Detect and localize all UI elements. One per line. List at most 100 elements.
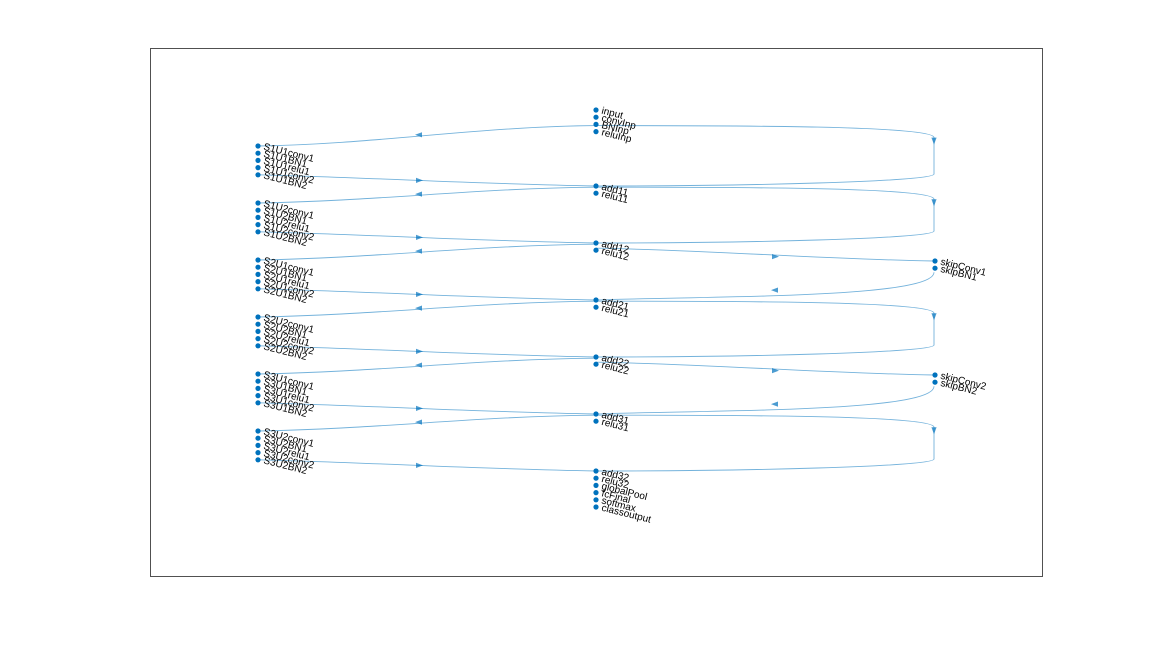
edge-arrow — [772, 254, 779, 260]
node-s1u2conv1 — [255, 200, 261, 206]
edge-arrow — [416, 291, 423, 297]
node-skipconv1 — [932, 258, 938, 264]
edge — [257, 402, 597, 415]
edge-arrow — [931, 427, 937, 435]
node-s3u2conv2 — [255, 450, 261, 456]
edge — [257, 231, 597, 244]
node-convinp — [593, 114, 599, 120]
node-s2u1bn2 — [255, 286, 261, 292]
edge-arrow — [931, 199, 937, 207]
edge — [257, 345, 597, 358]
node-s1u1bn1 — [255, 150, 261, 156]
node-s3u2bn2 — [255, 457, 261, 463]
edge-arrow — [415, 191, 422, 197]
node-add21 — [593, 297, 599, 303]
edge-arrow — [415, 362, 422, 368]
node-input — [593, 107, 599, 113]
node-labels: inputconvInpBNInpreluInpadd11relu11add12… — [262, 106, 987, 526]
node-s2u1conv1 — [255, 257, 261, 263]
node-add12 — [593, 240, 599, 246]
node-s3u1conv1 — [255, 371, 261, 377]
edge — [257, 186, 597, 204]
edge-arrow — [771, 287, 778, 293]
node-add31 — [593, 411, 599, 417]
node-s3u1bn2 — [255, 400, 261, 406]
edge — [257, 357, 597, 375]
edge-arrow — [415, 248, 422, 254]
node-s1u2bn1 — [255, 207, 261, 213]
edge-arrow — [931, 137, 937, 145]
node-s2u1conv2 — [255, 279, 261, 285]
node-relu21 — [593, 304, 599, 310]
edge — [257, 288, 597, 301]
edge — [595, 272, 935, 301]
edge — [595, 186, 935, 244]
node-skipconv2 — [932, 372, 938, 378]
edge-arrow — [771, 401, 778, 407]
node-reluinp — [593, 129, 599, 135]
edge — [257, 300, 597, 318]
node-s3u1bn1 — [255, 378, 261, 384]
edge — [257, 459, 597, 472]
axes-box — [150, 48, 1043, 577]
node-add32 — [593, 468, 599, 474]
edge — [595, 300, 935, 358]
edge-arrow — [416, 177, 423, 183]
node-softmax — [593, 497, 599, 503]
node-s3u2conv1 — [255, 428, 261, 434]
edge — [257, 414, 597, 432]
edge — [595, 361, 935, 376]
edge-arrow — [772, 368, 779, 374]
node-s2u2bn1 — [255, 321, 261, 327]
node-s2u2relu1 — [255, 328, 261, 334]
node-s1u1bn2 — [255, 172, 261, 178]
node-s1u2relu1 — [255, 214, 261, 220]
node-bninp — [593, 121, 599, 127]
edge — [257, 125, 597, 147]
node-s1u1relu1 — [255, 157, 261, 163]
edge — [595, 247, 935, 262]
edge-arrow — [415, 419, 422, 425]
edge — [595, 414, 935, 472]
node-s3u1relu1 — [255, 385, 261, 391]
node-relu11 — [593, 190, 599, 196]
edge-arrow — [416, 462, 423, 468]
node-s3u2relu1 — [255, 442, 261, 448]
edge — [595, 125, 935, 187]
node-relu32 — [593, 475, 599, 481]
node-s2u1relu1 — [255, 271, 261, 277]
label-input: input — [600, 106, 624, 122]
node-fcfinal — [593, 490, 599, 496]
node-relu31 — [593, 418, 599, 424]
node-classoutput — [593, 504, 599, 510]
node-s1u2bn2 — [255, 229, 261, 235]
node-s1u1conv2 — [255, 165, 261, 171]
node-add22 — [593, 354, 599, 360]
edge-arrow — [416, 348, 423, 354]
node-s3u2bn1 — [255, 435, 261, 441]
nodes — [255, 107, 938, 510]
node-s1u2conv2 — [255, 222, 261, 228]
edge-arrow — [931, 313, 937, 321]
edge-arrow — [415, 132, 422, 138]
node-globalpool — [593, 482, 599, 488]
edge — [595, 386, 935, 415]
edge-arrow — [415, 305, 422, 311]
node-s2u2conv2 — [255, 336, 261, 342]
node-add11 — [593, 183, 599, 189]
edges — [257, 125, 937, 472]
node-relu12 — [593, 247, 599, 253]
node-s2u2bn2 — [255, 343, 261, 349]
edge — [257, 174, 597, 187]
edge-arrow — [416, 405, 423, 411]
node-s2u1bn1 — [255, 264, 261, 270]
node-relu22 — [593, 361, 599, 367]
node-s2u2conv1 — [255, 314, 261, 320]
node-skipbn1 — [932, 265, 938, 271]
edge-arrow — [416, 234, 423, 240]
node-s1u1conv1 — [255, 143, 261, 149]
node-skipbn2 — [932, 379, 938, 385]
edge — [257, 243, 597, 261]
node-s3u1conv2 — [255, 393, 261, 399]
